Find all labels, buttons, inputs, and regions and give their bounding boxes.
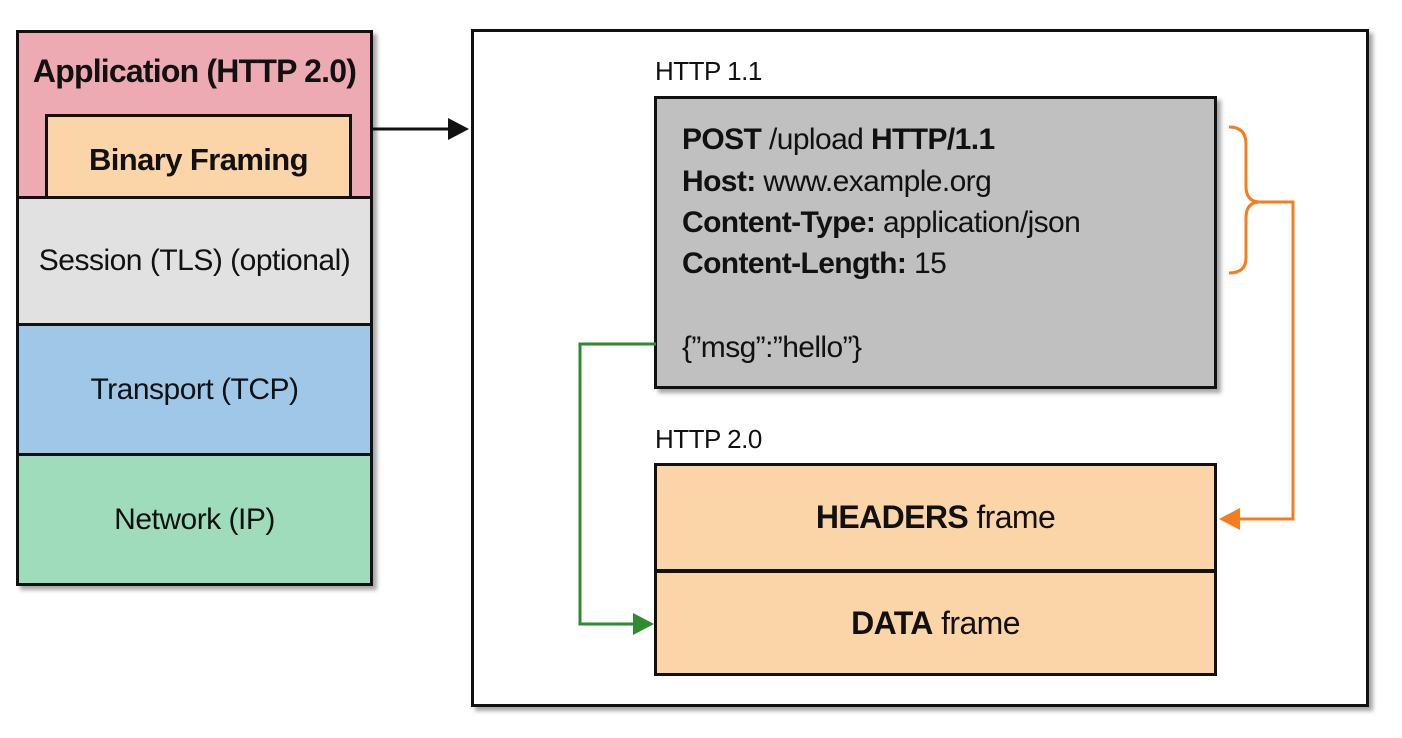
session-layer-label: Session (TLS) (optional) [38,244,351,277]
headers-frame-suffix: frame [968,499,1056,535]
request-version: HTTP/1.1 [870,123,995,156]
data-frame-suffix: frame [932,604,1020,641]
header-line-host: Host: www.example.org [682,165,992,199]
header-name: Content-Length: [682,247,907,280]
transport-layer-label: Transport (TCP) [90,372,299,406]
request-method: POST [682,123,762,156]
transport-layer: Transport (TCP) [16,326,373,456]
black-arrow [373,118,469,140]
network-layer-label: Network (IP) [114,502,275,536]
network-layer: Network (IP) [16,456,373,586]
application-layer-label: Application (HTTP 2.0) [32,53,357,89]
header-value: www.example.org [755,165,992,198]
data-frame: DATA frame [654,570,1217,676]
headers-brace [1228,125,1261,275]
headers-frame-type: HEADERS [815,499,969,535]
header-line-content-type: Content-Type: application/json [682,206,1081,240]
orange-arrow [1219,200,1295,530]
request-line: POST /upload HTTP/1.1 [682,123,995,157]
header-line-content-length: Content-Length: 15 [682,247,947,281]
green-arrow [578,342,656,635]
session-layer: Session (TLS) (optional) [16,196,373,326]
data-frame-type: DATA [851,604,933,641]
header-value: application/json [875,206,1081,239]
protocol-stack: Application (HTTP 2.0) Binary Framing Se… [16,30,373,586]
application-layer: Application (HTTP 2.0) Binary Framing [16,30,373,202]
http11-label: HTTP 1.1 [655,56,762,86]
header-name: Host: [682,165,756,198]
http20-label: HTTP 2.0 [655,424,762,454]
binary-framing-layer: Binary Framing [45,114,352,202]
header-value: 15 [906,247,947,280]
binary-framing-label: Binary Framing [89,141,309,177]
request-body: {”msg”:”hello”} [682,331,862,364]
http11-request-box: POST /upload HTTP/1.1 Host: www.example.… [654,96,1217,389]
header-name: Content-Type: [682,206,876,239]
request-path: /upload [761,123,871,156]
headers-frame: HEADERS frame [654,463,1217,571]
